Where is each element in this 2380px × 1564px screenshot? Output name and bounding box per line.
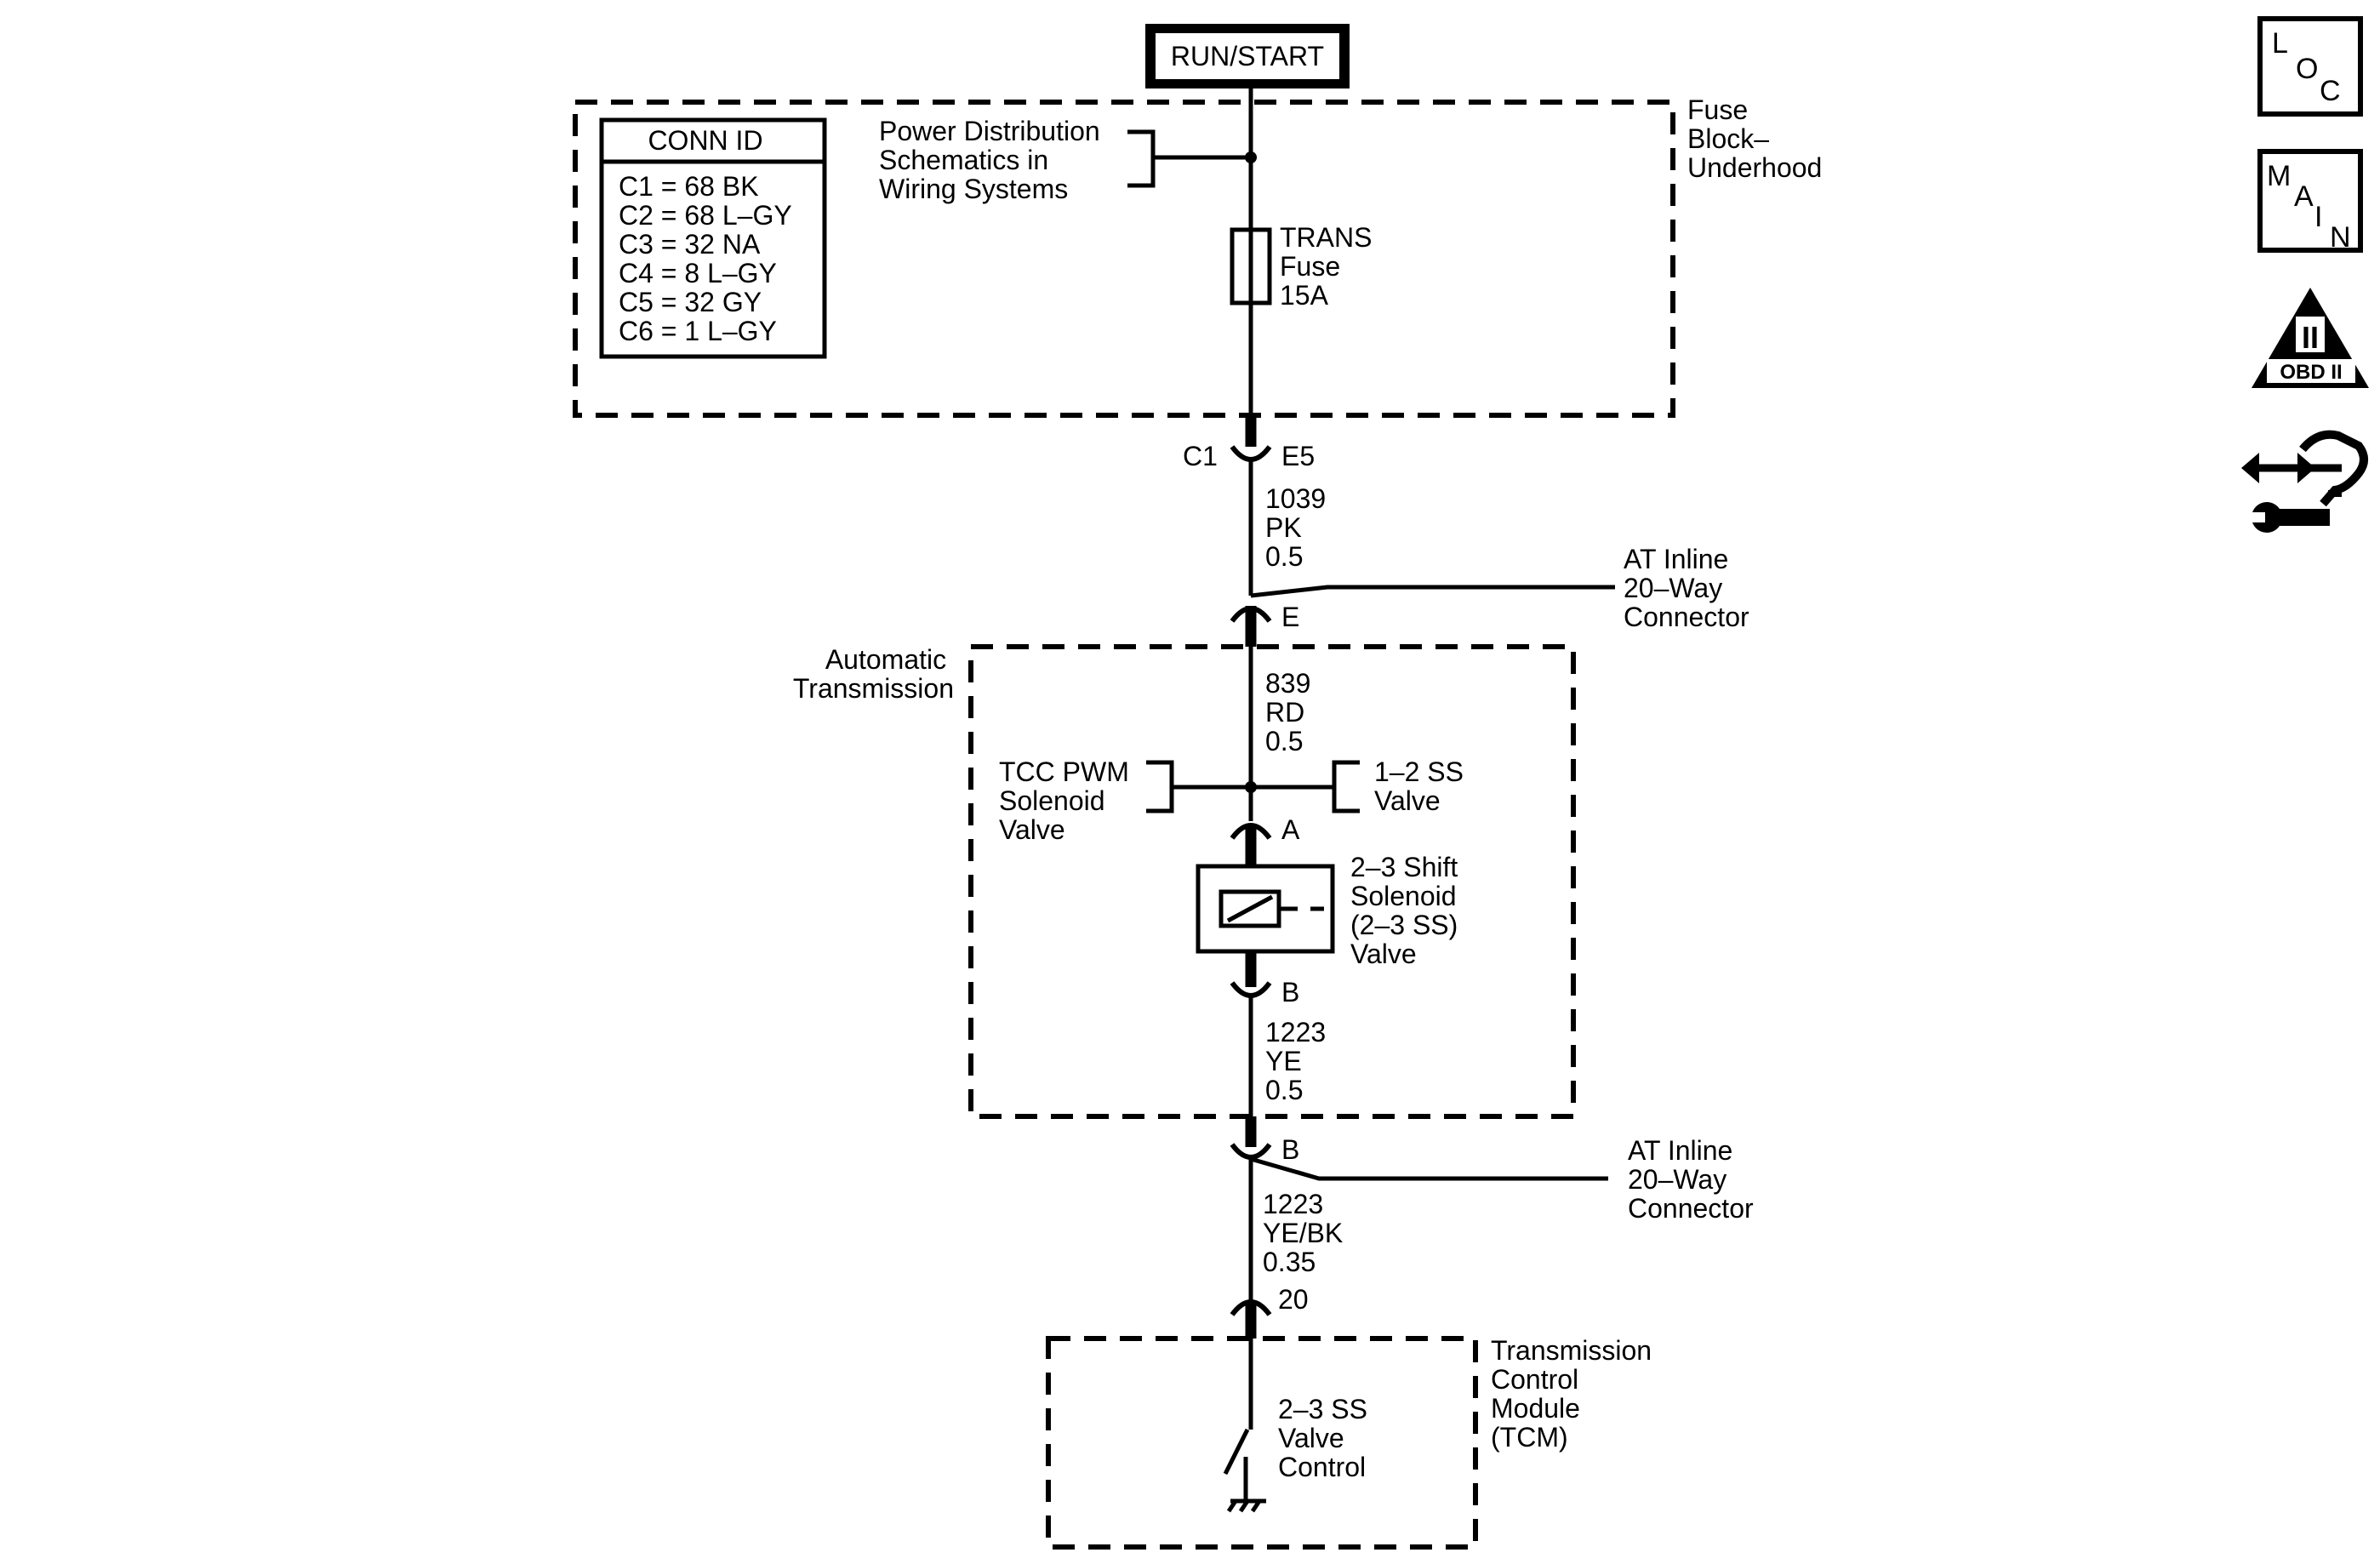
connector-c1-e5 xyxy=(1230,445,1272,462)
ss12-label: 1–2 SS Valve xyxy=(1374,756,1471,816)
power-distribution-bracket xyxy=(1127,129,1156,188)
wire-1223-ye-label: 1223 YE 0.5 xyxy=(1265,1017,1333,1105)
inline-connector-2-pin-b xyxy=(1230,1143,1272,1160)
wire-1039-label: 1039 PK 0.5 xyxy=(1265,483,1333,572)
automatic-transmission-boundary xyxy=(968,644,1576,1119)
svg-text:N: N xyxy=(2330,221,2351,254)
conn-id-row: C4 = 8 L–GY xyxy=(619,258,777,288)
inline-connector-1-leader xyxy=(1250,585,1615,598)
pin-a-label: A xyxy=(1281,814,1300,845)
shift-solenoid-23 xyxy=(1196,864,1335,954)
connector-e5-pin: E5 xyxy=(1281,441,1315,471)
svg-text:A: A xyxy=(2294,180,2314,213)
conn-id-row: C3 = 32 NA xyxy=(619,229,761,260)
main-icon[interactable]: M A I N xyxy=(2257,149,2363,254)
trans-fuse xyxy=(1230,227,1272,305)
svg-text:OBD II: OBD II xyxy=(2280,361,2342,384)
tcm-label: Transmission Control Module (TCM) xyxy=(1491,1335,1659,1453)
conn-id-table: CONN ID C1 = 68 BK C2 = 68 L–GY C3 = 32 … xyxy=(599,117,827,359)
conn-id-row: C2 = 68 L–GY xyxy=(619,200,792,231)
run-start-label: RUN/START xyxy=(1171,41,1324,71)
inline-connector-2-label: AT Inline 20–Way Connector xyxy=(1628,1135,1754,1224)
tcc-pwm-label: TCC PWM Solenoid Valve xyxy=(999,756,1137,845)
conn-id-row: C6 = 1 L–GY xyxy=(619,316,777,346)
pin-e-label: E xyxy=(1281,602,1299,632)
loc-icon[interactable]: L O C xyxy=(2257,16,2363,117)
pin-b-inline-label: B xyxy=(1281,1134,1299,1165)
splice-dot xyxy=(1245,781,1257,793)
svg-text:I: I xyxy=(2314,201,2322,233)
run-start-source: RUN/START xyxy=(1145,24,1350,88)
conn-id-title: CONN ID xyxy=(648,125,762,156)
pin-20-label: 20 xyxy=(1278,1284,1309,1315)
svg-text:C: C xyxy=(2320,75,2341,107)
svg-text:L: L xyxy=(2272,27,2288,60)
fuse-block-boundary xyxy=(573,100,1675,418)
power-distribution-ref-label: Power Distribution Schematics in Wiring … xyxy=(879,116,1108,204)
conn-id-row: C1 = 68 BK xyxy=(619,171,759,202)
inline-connector-1-label: AT Inline 20–Way Connector xyxy=(1624,544,1749,632)
svg-text:M: M xyxy=(2267,160,2291,192)
trans-fuse-label: TRANS Fuse 15A xyxy=(1280,222,1379,311)
low-side-driver-switch xyxy=(1223,1339,1266,1513)
solenoid-pin-b xyxy=(1230,981,1272,998)
shift-solenoid-label: 2–3 Shift Solenoid (2–3 SS) Valve xyxy=(1350,852,1465,969)
svg-text:II: II xyxy=(2302,320,2319,355)
inline-connector-2-leader xyxy=(1250,1156,1608,1181)
diagnostic-repair-icon[interactable] xyxy=(2241,430,2368,533)
ss12-bracket xyxy=(1332,760,1360,813)
automatic-transmission-label: Automatic Transmission xyxy=(793,644,954,704)
svg-text:O: O xyxy=(2296,53,2318,85)
connector-c1-label: C1 xyxy=(1183,441,1218,471)
fuse-block-label: Fuse Block– Underhood xyxy=(1687,94,1822,183)
conn-id-row: C5 = 32 GY xyxy=(619,287,762,317)
tcm-boundary xyxy=(1046,1336,1478,1550)
pin-b-solenoid-label: B xyxy=(1281,977,1299,1007)
tcc-pwm-bracket xyxy=(1146,760,1174,813)
ss-valve-control-label: 2–3 SS Valve Control xyxy=(1278,1394,1375,1482)
wire-1223-yebk-label: 1223 YE/BK 0.35 xyxy=(1263,1189,1350,1277)
wire-839-label: 839 RD 0.5 xyxy=(1265,668,1318,756)
obd-ii-icon[interactable]: II OBD II xyxy=(2252,288,2369,388)
